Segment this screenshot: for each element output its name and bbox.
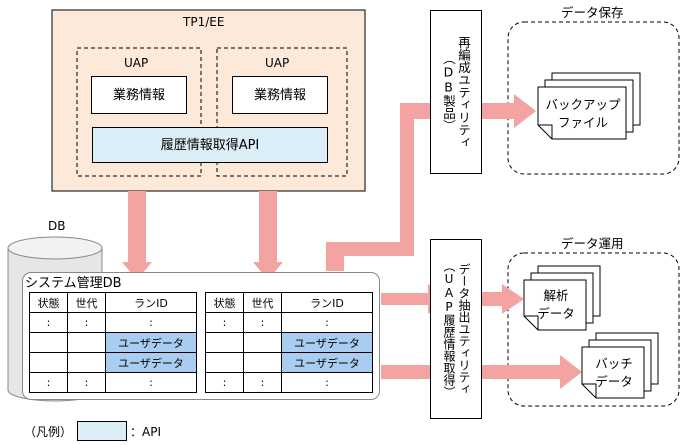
table-header-row: 状態 世代 ランID [205,292,373,313]
user-data-cell: ユーザデータ [105,352,197,373]
analysis-data-stack [523,265,601,331]
user-data-cell: ユーザデータ [281,332,373,353]
col-status-header: 状態 [29,292,68,313]
table-cell: : [105,372,197,393]
legend-label: （凡例） [24,425,73,439]
arrow-api-to-db-left [122,191,152,280]
table-cell: : [243,372,282,393]
table-cell: : [281,312,373,333]
table-cell: : [281,372,373,393]
table-row: ユーザデータ [29,332,197,353]
col-generation-header: 世代 [67,292,106,313]
table-cell [67,352,106,373]
uap-right-label: UAP [265,56,290,70]
table-cell: : [205,312,244,333]
table-row: : : : [205,372,373,393]
arrow-db-to-backup [326,94,536,271]
system-db-table-left: 状態 世代 ランID : : : ユーザデータ ユーザデータ : : : [29,292,197,393]
business-info-left: 業務情報 [91,76,187,114]
legend-api-text: ：API [130,425,161,439]
history-api-box: 履歴情報取得API [92,127,328,163]
table-row: : : : [205,312,373,333]
table-header-row: 状態 世代 ランID [29,292,197,313]
system-db-label: システム管理DB [25,276,122,291]
table-cell: : [29,312,68,333]
uap-left-label: UAP [124,56,149,70]
batch-data-stack [581,332,659,399]
table-cell: : [205,372,244,393]
legend-api-swatch [77,421,127,441]
data-use-frame [507,252,680,407]
table-cell [205,332,244,353]
arrow-api-to-db-right [253,191,283,280]
table-cell: : [105,312,197,333]
table-row: ユーザデータ [205,352,373,373]
db-label: DB [48,219,66,233]
user-data-cell: ユーザデータ [105,332,197,353]
uap-right-frame [216,47,348,177]
table-cell: : [67,372,106,393]
backup-file-label: バックアップ ファイル [545,97,621,130]
user-data-cell: ユーザデータ [281,352,373,373]
batch-data-label: バッチ データ [595,355,633,389]
table-cell [243,332,282,353]
reorg-utility-label: 再編成ユティリティ （DB製品） [441,35,471,149]
table-cell [205,352,244,373]
col-runid-header: ランID [281,292,373,313]
col-runid-header: ランID [105,292,197,313]
table-cell [29,352,68,373]
tp1-ee-title: TP1/EE [183,15,225,29]
data-save-title: データ保存 [561,5,624,20]
table-cell [29,332,68,353]
reorg-utility-box: 再編成ユティリティ （DB製品） [430,10,482,174]
col-generation-header: 世代 [243,292,282,313]
extract-utility-box: データ抽出ユティリティ （UAP履歴情報取得） [430,239,482,419]
table-cell [243,352,282,373]
table-row: ユーザデータ [29,352,197,373]
arrow-extract-to-analysis [454,284,524,314]
table-row: : : : [29,312,197,333]
col-status-header: 状態 [205,292,244,313]
table-cell: : [29,372,68,393]
analysis-data-label: 解析 データ [537,288,575,321]
data-use-title: データ運用 [561,236,624,251]
table-cell: : [243,312,282,333]
business-info-right: 業務情報 [232,76,328,114]
backup-file-stack [537,72,641,140]
extract-utility-label: データ抽出ユティリティ （UAP履歴情報取得） [442,260,471,398]
data-save-frame [507,21,680,175]
table-row: : : : [29,372,197,393]
table-cell [67,332,106,353]
system-db-table-right: 状態 世代 ランID : : : ユーザデータ ユーザデータ : : : [205,292,373,393]
table-cell: : [67,312,106,333]
table-row: ユーザデータ [205,332,373,353]
